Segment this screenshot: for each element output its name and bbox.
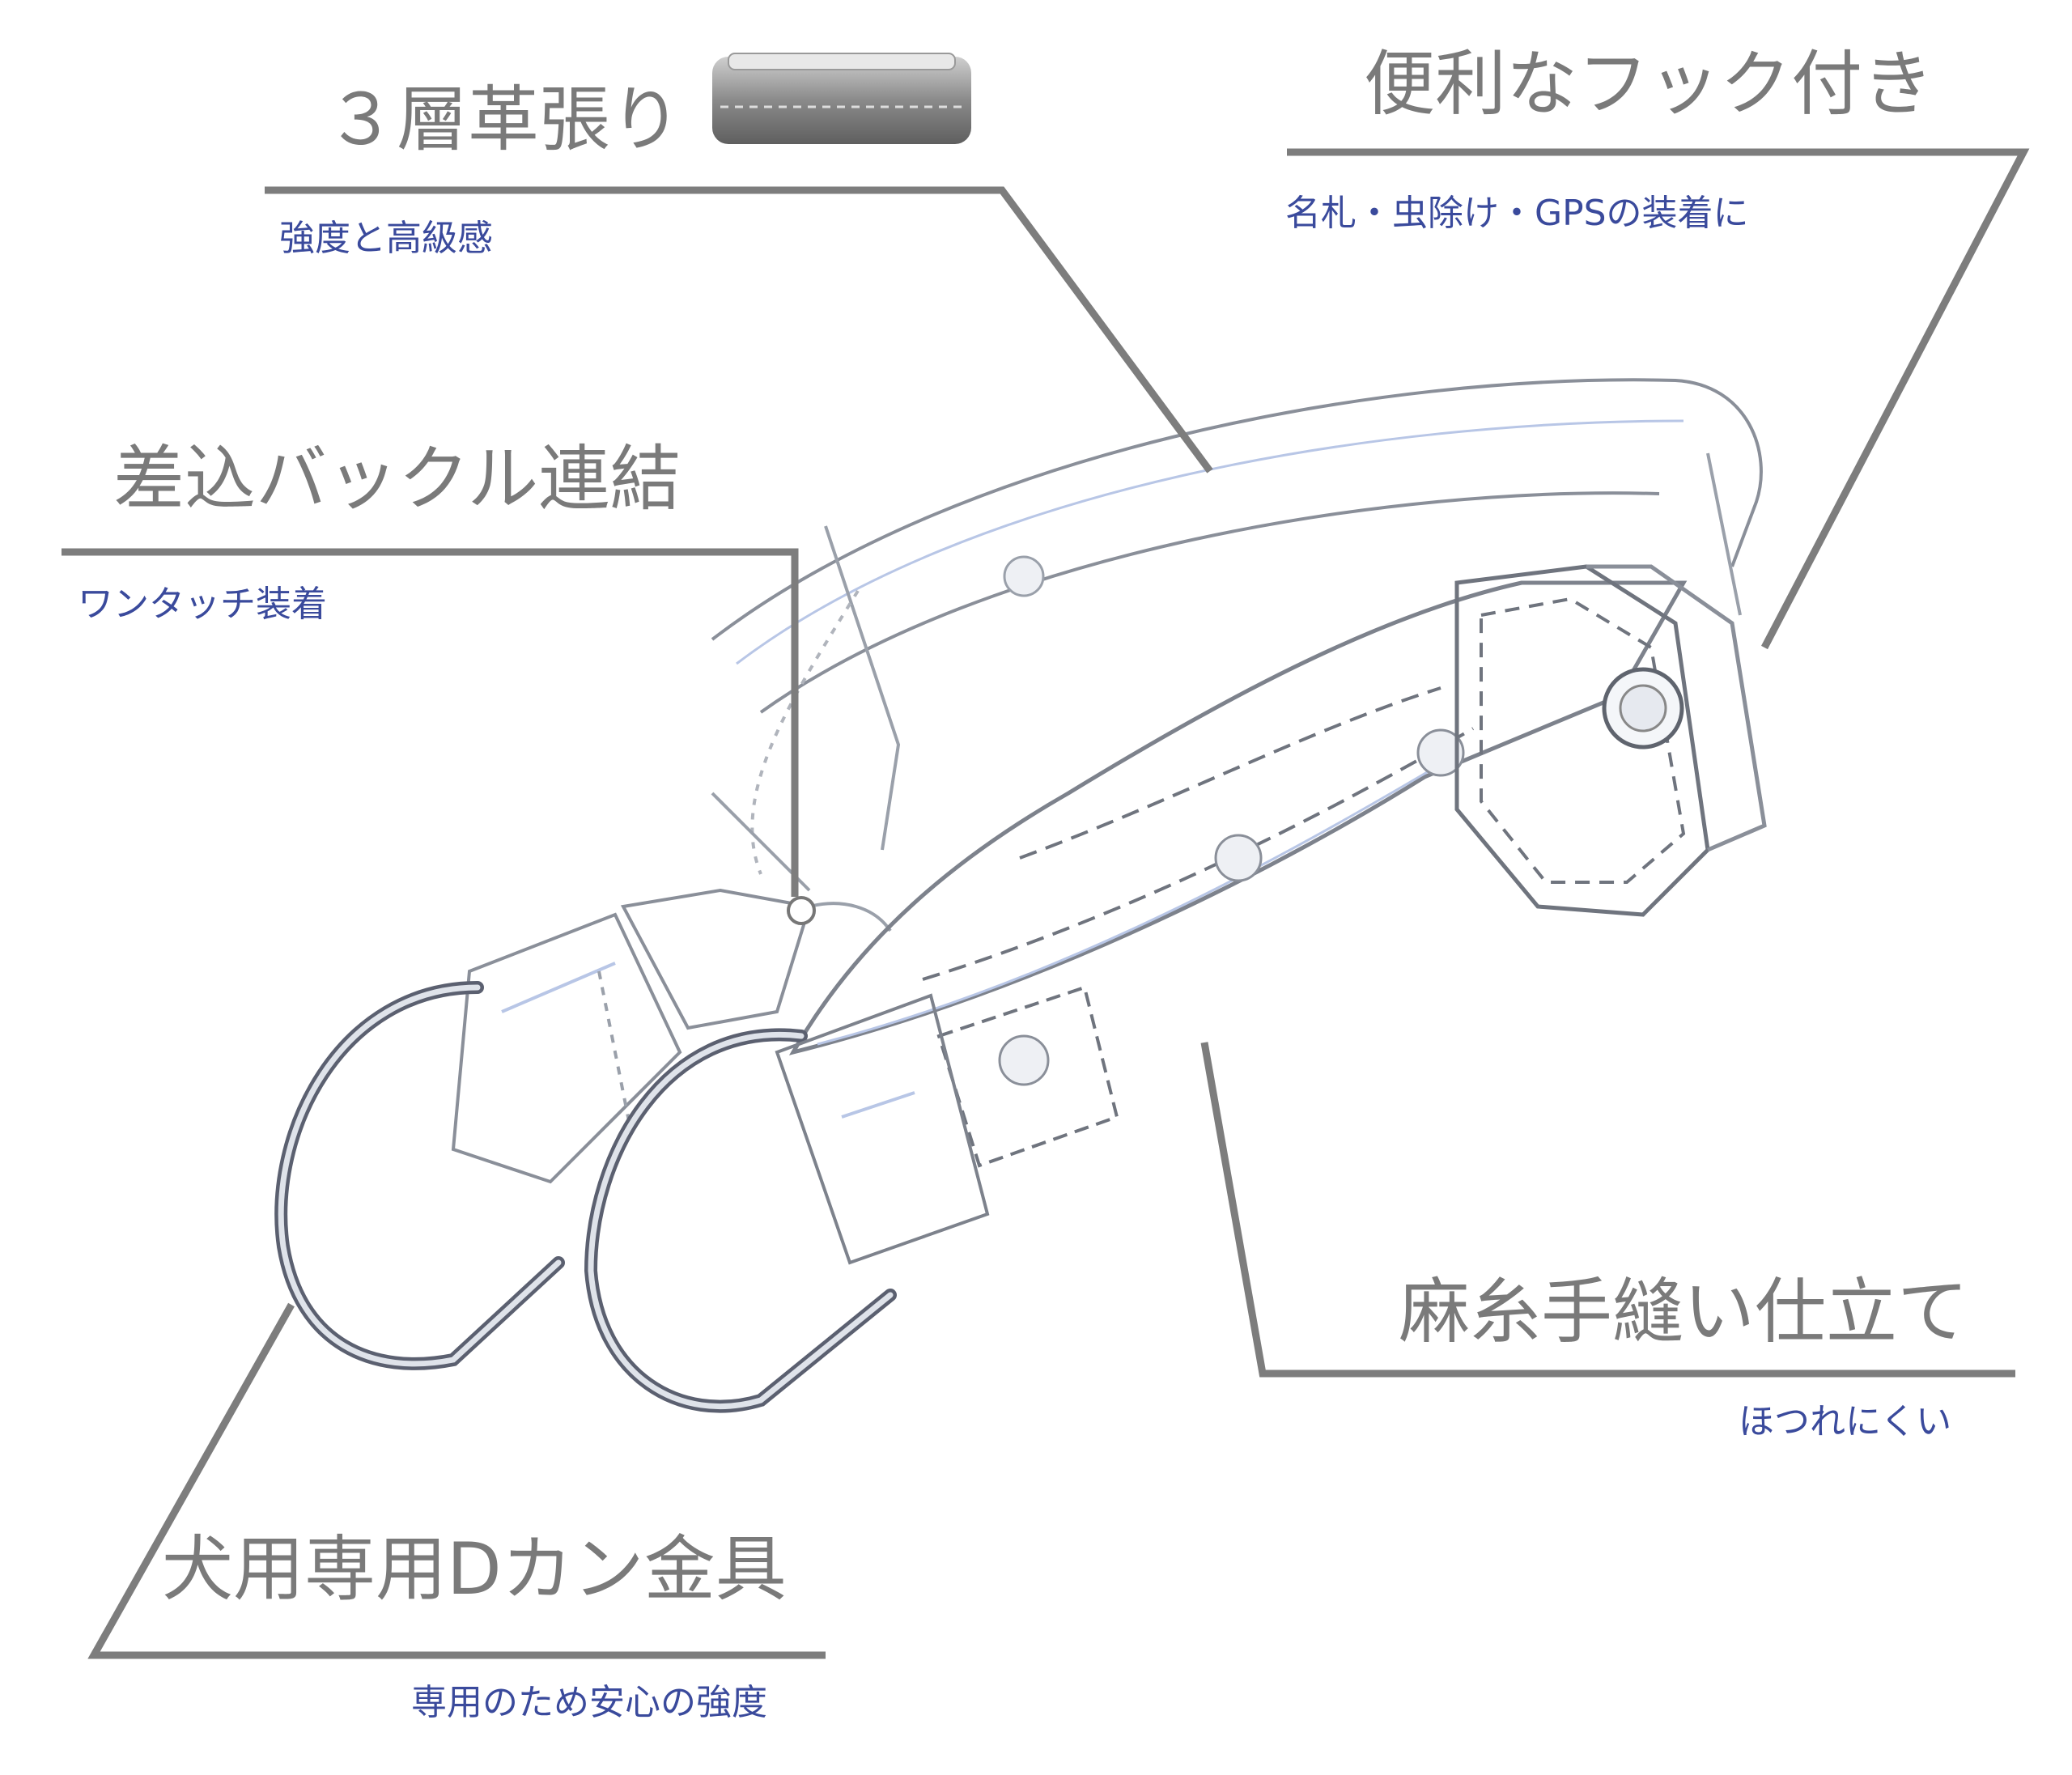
stitched-patch	[936, 985, 1119, 1168]
leader-hemp-stitch	[1200, 1042, 2015, 1378]
leader-three-layer-leather	[265, 186, 1213, 473]
callout-title-hemp-stitch: 麻糸手縫い仕立て	[1399, 1270, 1969, 1353]
callout-subtitle-hook: 名札・虫除け・GPSの装着に	[1285, 193, 1749, 234]
leader-hook	[1287, 148, 2030, 650]
callout-title-buckle: 差込バックル連結	[113, 437, 681, 520]
callout-subtitle-buckle: ワンタッチ装着	[78, 584, 327, 625]
callout-subtitle-d-ring: 専用のため安心の強度	[411, 1682, 767, 1723]
callout-title-three-layer-leather: ３層革張り	[325, 78, 682, 161]
leader-d-ring	[87, 1302, 826, 1659]
callout-subtitle-three-layer-leather: 強度と高級感	[279, 218, 493, 259]
leader-lines	[62, 148, 2030, 1659]
collar-front-strap	[788, 580, 1688, 1055]
leader-buckle	[62, 548, 799, 897]
callout-title-d-ring: 犬用専用Dカン金具	[162, 1527, 787, 1611]
hook-rivet	[1602, 667, 1684, 749]
front-strap-end	[775, 993, 990, 1265]
callout-subtitle-hemp-stitch: ほつれにくい	[1739, 1401, 1952, 1442]
leather-layer-thumbnail	[712, 53, 971, 144]
buckle-sketch	[451, 888, 892, 1184]
collar-back-band	[711, 378, 1763, 892]
callout-title-hook: 便利なフック付き	[1364, 42, 1934, 125]
keeper-loop	[1454, 564, 1767, 917]
d-rings	[274, 981, 897, 1413]
